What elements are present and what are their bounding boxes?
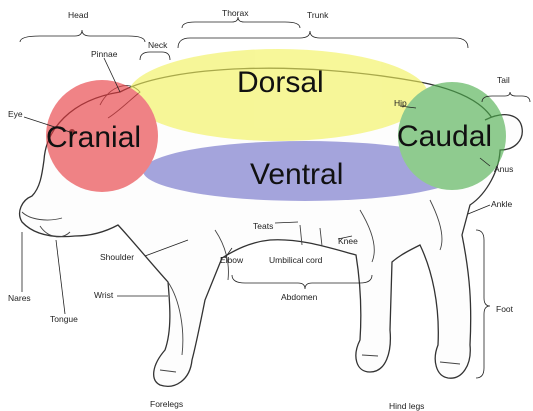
label-shoulder: Shoulder bbox=[100, 252, 134, 262]
label-trunk: Trunk bbox=[307, 10, 329, 20]
trunk-bracket bbox=[178, 31, 468, 48]
label-hip: Hip bbox=[394, 98, 407, 108]
label-hind-legs: Hind legs bbox=[389, 401, 424, 411]
label-forelegs: Forelegs bbox=[150, 399, 183, 409]
tongue-leader bbox=[56, 240, 65, 314]
label-teats: Teats bbox=[253, 221, 273, 231]
pig-hooves bbox=[160, 355, 460, 372]
label-head: Head bbox=[68, 10, 89, 20]
label-dorsal: Dorsal bbox=[237, 66, 324, 99]
label-umbilical-cord: Umbilical cord bbox=[269, 255, 323, 265]
label-cranial: Cranial bbox=[46, 121, 141, 154]
label-pinnae: Pinnae bbox=[91, 49, 118, 59]
label-eye: Eye bbox=[8, 109, 23, 119]
label-ankle: Ankle bbox=[491, 199, 513, 209]
label-nares: Nares bbox=[8, 293, 31, 303]
label-anus: Anus bbox=[494, 164, 513, 174]
label-foot: Foot bbox=[496, 304, 514, 314]
label-thorax: Thorax bbox=[222, 8, 249, 18]
label-abdomen: Abdomen bbox=[281, 292, 318, 302]
label-elbow: Elbow bbox=[220, 255, 244, 265]
neck-bracket bbox=[140, 52, 170, 60]
label-ventral: Ventral bbox=[250, 158, 343, 191]
label-tongue: Tongue bbox=[50, 314, 78, 324]
label-caudal: Caudal bbox=[397, 120, 492, 153]
foot-bracket bbox=[476, 230, 490, 378]
ankle-leader bbox=[468, 205, 490, 214]
label-wrist: Wrist bbox=[94, 290, 114, 300]
abdomen-bracket bbox=[232, 275, 372, 289]
label-neck: Neck bbox=[148, 40, 168, 50]
label-tail: Tail bbox=[497, 75, 510, 85]
thorax-bracket bbox=[182, 17, 300, 28]
label-knee: Knee bbox=[338, 236, 358, 246]
head-bracket bbox=[20, 30, 145, 42]
